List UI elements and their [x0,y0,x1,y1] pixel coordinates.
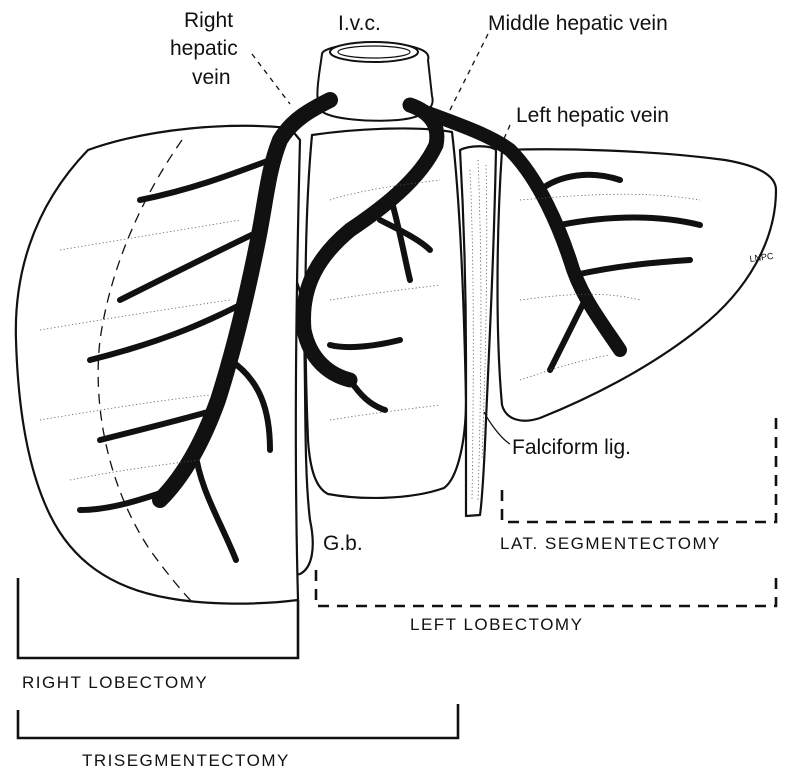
label-falciform-lig: Falciform lig. [512,436,631,459]
label-right-hepatic-vein-1: Right [184,9,233,32]
ivc-opening [330,42,418,62]
label-ivc: I.v.c. [338,12,381,35]
label-middle-hepatic-vein: Middle hepatic vein [488,12,668,35]
label-left-hepatic-vein: Left hepatic vein [516,104,669,127]
caption-right-lobectomy: RIGHT LOBECTOMY [22,673,208,692]
falciform-leader [484,412,510,444]
middle-hepatic-vein-leader [440,34,488,130]
left-lobectomy-bracket [316,570,776,606]
label-right-hepatic-vein-3: vein [192,66,231,89]
falciform-ligament [460,146,496,516]
caption-left-lobectomy: LEFT LOBECTOMY [410,615,583,634]
label-right-hepatic-vein-2: hepatic [170,37,238,60]
lat-segmentectomy-bracket [502,410,776,522]
medial-segment [305,128,466,497]
caption-trisegmentectomy: TRISEGMENTECTOMY [82,751,290,770]
trisegmentectomy-bracket [18,704,458,738]
label-gallbladder: G.b. [323,532,363,555]
artist-signature: LNPC [749,251,775,264]
caption-lat-segmentectomy: LAT. SEGMENTECTOMY [500,534,721,553]
right-hepatic-vein-leader [252,54,290,104]
